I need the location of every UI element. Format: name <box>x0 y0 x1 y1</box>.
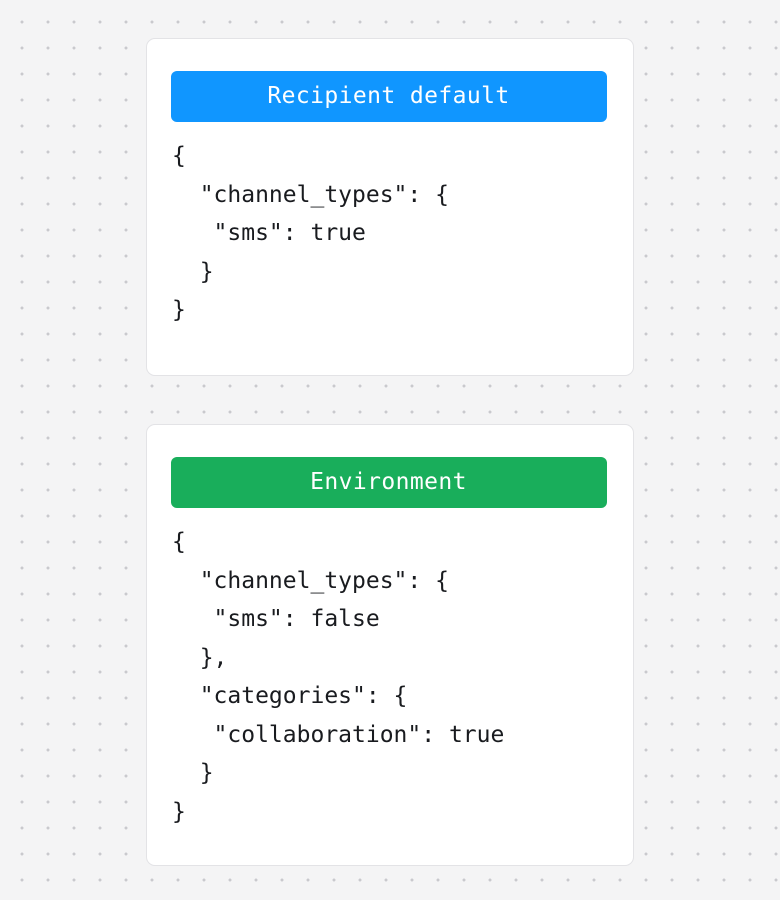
card-header-label-environment: Environment <box>310 469 467 495</box>
card-environment: Environment { "channel_types": { "sms": … <box>146 424 634 866</box>
card-body-environment: { "channel_types": { "sms": false }, "ca… <box>172 523 617 831</box>
card-header-label-recipient-default: Recipient default <box>267 83 510 109</box>
json-payload-recipient-default: { "channel_types": { "sms": true } } <box>172 143 449 323</box>
card-recipient-default: Recipient default { "channel_types": { "… <box>146 38 634 376</box>
json-payload-environment: { "channel_types": { "sms": false }, "ca… <box>172 529 505 825</box>
card-body-recipient-default: { "channel_types": { "sms": true } } <box>172 137 617 330</box>
card-header-environment: Environment <box>170 457 607 508</box>
card-header-recipient-default: Recipient default <box>170 71 607 122</box>
